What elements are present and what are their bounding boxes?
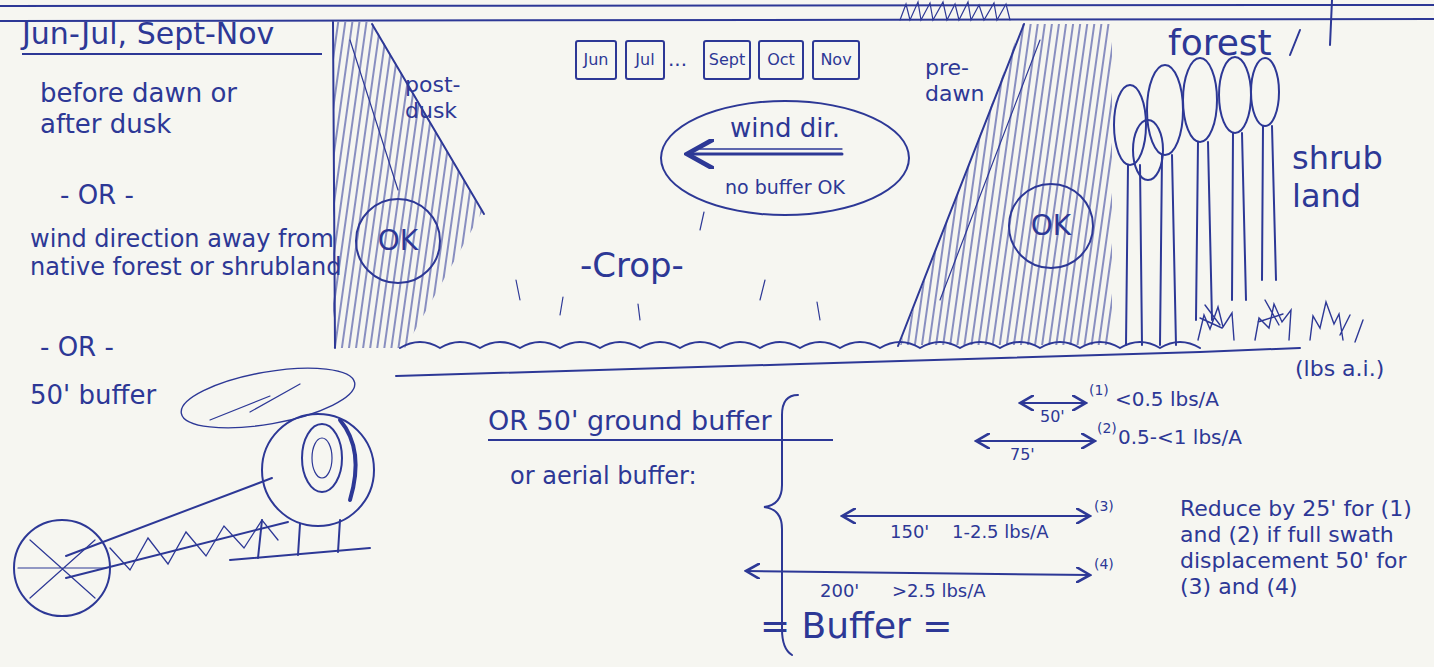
or-separator: - OR - bbox=[60, 180, 210, 211]
buffer-title: = Buffer = bbox=[760, 605, 990, 647]
area-label: shrub land bbox=[1292, 140, 1422, 216]
node-text: wind dir. bbox=[730, 114, 840, 143]
node-text: Oct bbox=[767, 51, 795, 69]
month-box: Jul bbox=[625, 40, 665, 80]
node-text: Nov bbox=[820, 51, 851, 69]
reduction-note: Reduce by 25' for (1) and (2) if full sw… bbox=[1180, 496, 1430, 600]
node-text: no buffer OK bbox=[725, 177, 845, 198]
unit-note: (lbs a.i.) bbox=[1295, 356, 1430, 382]
time-label: post-dusk bbox=[405, 72, 485, 124]
month-box: Sept bbox=[703, 40, 751, 80]
time-label: pre-dawn bbox=[925, 55, 1005, 107]
distance-label: 50' bbox=[1040, 408, 1080, 427]
month-box: Jun bbox=[575, 40, 617, 80]
buffer-heading: OR 50' ground buffer bbox=[488, 405, 833, 441]
buffer-heading: or aerial buffer: bbox=[510, 462, 770, 490]
rate-label: 1-2.5 lbs/A bbox=[952, 521, 1082, 542]
callout-number: (4) bbox=[1094, 556, 1124, 573]
node-text: Sept bbox=[709, 51, 745, 69]
wind-oval: wind dir. no buffer OK bbox=[660, 100, 910, 216]
or-separator: - OR - bbox=[40, 332, 190, 363]
node-text: OK bbox=[378, 226, 418, 257]
ok-circle: OK bbox=[355, 198, 441, 284]
callout-number: (3) bbox=[1094, 498, 1124, 515]
month-box: Oct bbox=[758, 40, 804, 80]
area-label: forest bbox=[1168, 22, 1318, 64]
condition-note: before dawn or after dusk bbox=[40, 78, 275, 139]
ok-circle: OK bbox=[1008, 183, 1094, 269]
rate-label: >2.5 lbs/A bbox=[892, 580, 1022, 601]
distance-label: 200' bbox=[820, 580, 875, 601]
month-box: Nov bbox=[812, 40, 860, 80]
condition-note: wind direction away from native forest o… bbox=[30, 225, 360, 282]
node-text: Jun bbox=[584, 51, 609, 69]
callout-number: (1) bbox=[1089, 382, 1119, 399]
rate-label: <0.5 lbs/A bbox=[1115, 388, 1245, 412]
condition-note: 50' buffer bbox=[30, 380, 230, 411]
node-text: Jul bbox=[635, 51, 654, 69]
rate-label: 0.5-<1 lbs/A bbox=[1118, 426, 1268, 450]
season-heading: Jun-Jul, Sept-Nov bbox=[22, 16, 322, 55]
node-text: OK bbox=[1031, 211, 1071, 242]
distance-label: 75' bbox=[1010, 446, 1050, 465]
area-label: -Crop- bbox=[580, 245, 750, 285]
ellipsis: ... bbox=[668, 48, 702, 72]
distance-label: 150' bbox=[890, 521, 945, 542]
